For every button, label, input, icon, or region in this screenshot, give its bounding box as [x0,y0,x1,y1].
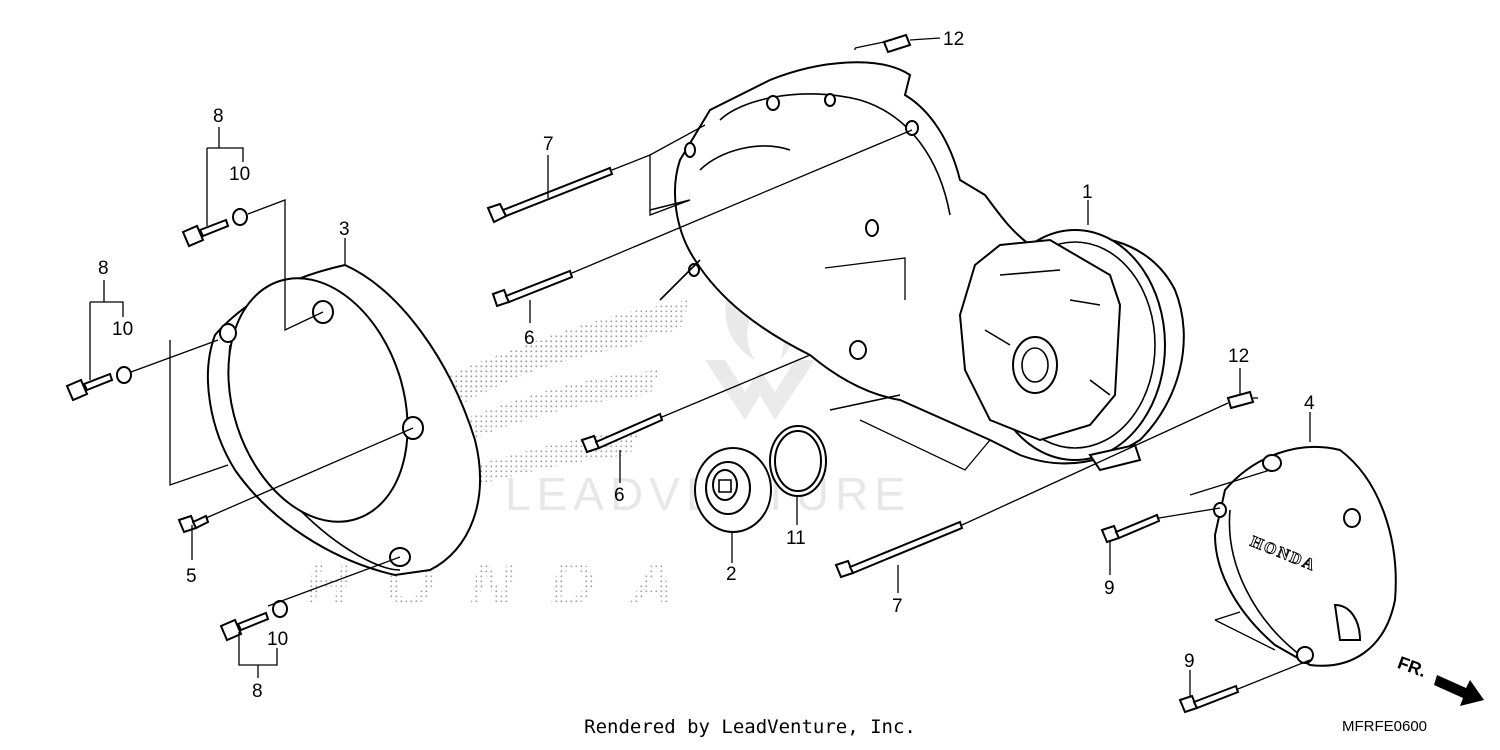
callout-10-top: 10 [229,164,250,185]
part-8-10-bolt-set-top [181,208,248,248]
part-6-bolt-upper [491,269,574,308]
callout-ticks [89,127,1311,697]
callout-7-lower: 7 [892,596,903,617]
callout-8-top: 8 [213,106,224,127]
callout-7-upper: 7 [543,134,554,155]
callout-8-bottom: 8 [252,681,263,702]
callout-5: 5 [186,566,197,587]
part-7-bolt-upper [486,166,614,224]
part-12-dowel-pin-right [1226,390,1255,410]
part-2-cap [694,447,772,533]
rendered-by-credit: Rendered by LeadVenture, Inc. [584,716,916,738]
part-9-bolt-lower [1178,684,1240,714]
diagram-code: MFRFE0600 [1342,718,1428,735]
part-1-crankcase-cover [649,61,1185,472]
front-direction-label: FR. [1395,652,1429,681]
callout-10-bottom: 10 [267,629,288,650]
callout-9-upper: 9 [1104,578,1115,599]
part-12-dowel-pin-top [882,33,912,54]
callout-6-lower: 6 [614,485,625,506]
part-9-bolt-upper [1100,513,1161,544]
part-4-right-cover: HONDA [1213,446,1397,667]
callout-2: 2 [726,564,737,585]
callout-3: 3 [339,219,350,240]
part-11-o-ring [769,425,827,497]
part-8-10-bolt-set-bottom [219,600,288,642]
callout-12-right: 12 [1228,346,1249,367]
part-5-bolt [177,514,210,534]
part-6-bolt-lower [580,412,664,454]
leader-lines [130,37,1311,690]
callout-10-mid: 10 [112,319,133,340]
part-8-10-bolt-set-mid [65,366,132,402]
part-7-bolt-lower [834,520,964,579]
callout-1: 1 [1082,182,1093,203]
part-3-left-cover [206,263,481,577]
callout-12-top: 12 [943,29,964,50]
callout-9-lower: 9 [1184,651,1195,672]
callout-6-upper: 6 [524,328,535,349]
callout-11: 11 [786,528,806,549]
callout-4: 4 [1304,393,1315,414]
front-direction-arrow: FR. [1395,652,1484,706]
callout-8-mid: 8 [98,258,109,279]
